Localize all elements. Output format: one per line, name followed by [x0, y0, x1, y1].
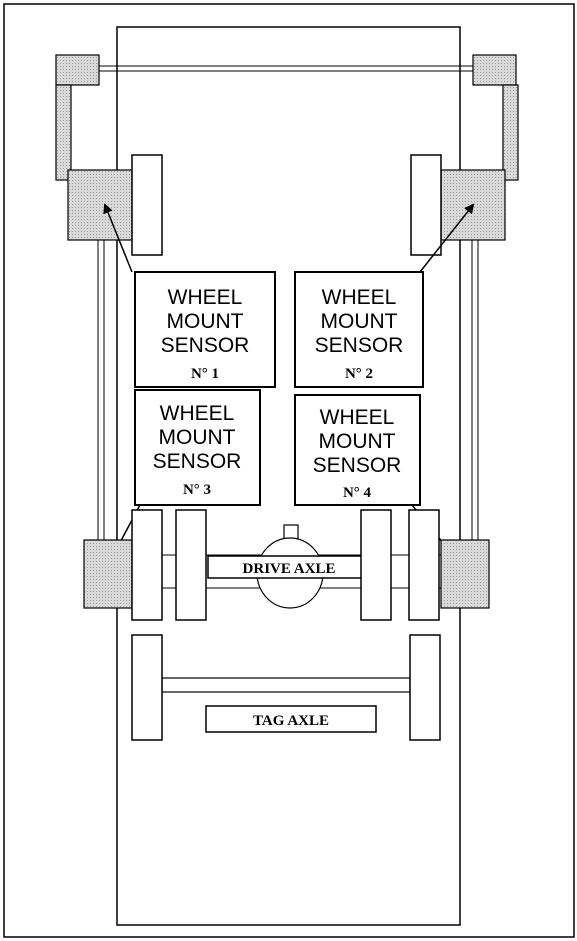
tag-axle-shaft: [161, 677, 411, 693]
sensor-3-line1: WHEEL: [160, 402, 235, 425]
sensor-1-number: N° 1: [191, 366, 219, 382]
tag-axle-label: TAG AXLE: [253, 713, 329, 729]
sensor-4-number: N° 4: [343, 485, 372, 501]
sensor-box-2: [294, 271, 424, 388]
front-wheel-left: [131, 154, 163, 256]
steering-arm-left: [55, 84, 72, 181]
sensor-1-line3: SENSOR: [161, 334, 250, 357]
arrow-sensor-2: [419, 203, 475, 273]
sensor-box-3: [134, 389, 261, 506]
drive-axle-label: DRIVE AXLE: [243, 561, 336, 577]
drive-wheel-left-inner: [175, 509, 207, 621]
sensor-4-line3: SENSOR: [313, 454, 402, 477]
sensor-2-line2: MOUNT: [321, 310, 398, 333]
tag-wheel-right: [409, 634, 441, 741]
drive-wheel-left-outer: [131, 509, 163, 621]
sensor-2-number: N° 2: [345, 366, 373, 382]
sensor-4-line2: MOUNT: [319, 430, 396, 453]
drive-wheel-right-outer: [408, 509, 440, 621]
page-frame: [3, 3, 575, 938]
drive-hub-left: [83, 539, 133, 609]
sensor-2-line3: SENSOR: [315, 334, 404, 357]
front-hub-left: [67, 169, 133, 241]
sensor-3-number: N° 3: [183, 482, 211, 498]
steering-knuckle-right: [472, 54, 517, 86]
drive-hub-right: [440, 539, 490, 609]
front-wheel-right: [410, 154, 442, 256]
tag-axle-label-box: [205, 705, 377, 733]
sensor-4-line1: WHEEL: [320, 406, 395, 429]
sensor-1-line1: WHEEL: [168, 286, 243, 309]
drive-wheel-right-inner: [360, 509, 392, 621]
sensor-box-1: [134, 271, 276, 388]
sensor-3-line3: SENSOR: [153, 450, 242, 473]
tag-wheel-left: [131, 634, 163, 741]
arrow-sensor-1: [103, 203, 133, 273]
steering-arm-right: [502, 84, 519, 181]
sensor-1-line2: MOUNT: [167, 310, 244, 333]
sensor-box-4: [294, 394, 421, 506]
sensor-2-line1: WHEEL: [322, 286, 397, 309]
sensor-3-line2: MOUNT: [159, 426, 236, 449]
steering-knuckle-left: [55, 54, 100, 86]
